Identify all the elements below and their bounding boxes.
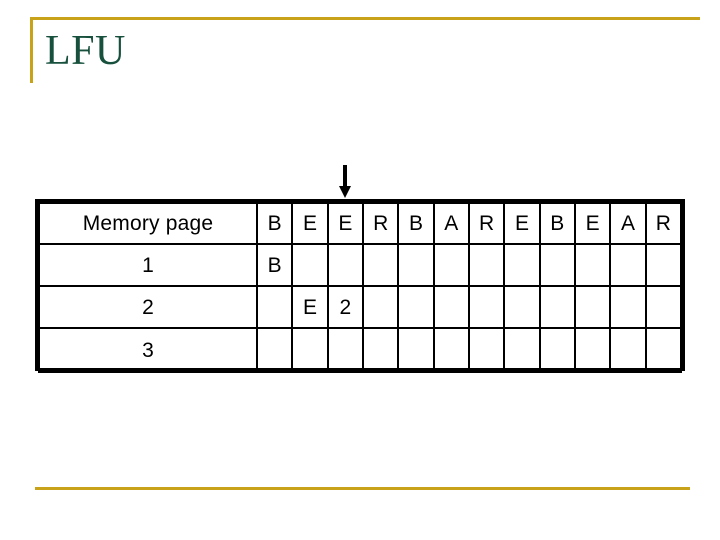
- reference-cell: R: [467, 202, 506, 245]
- frame-cell-empty: [397, 327, 435, 373]
- frame-cell-empty: [573, 285, 612, 329]
- reference-cell: B: [397, 202, 435, 245]
- header-label: Memory page: [38, 202, 258, 245]
- reference-cell: E: [503, 202, 541, 245]
- frame-cell-empty: [255, 285, 294, 329]
- frame-cell-empty: [432, 285, 470, 329]
- frame-cell-empty: [432, 243, 470, 287]
- frame-cell-empty: [644, 243, 683, 287]
- reference-cell: B: [255, 202, 294, 245]
- reference-cell: E: [326, 202, 364, 245]
- down-arrow-icon: [336, 165, 354, 199]
- accent-rule-top: [30, 17, 700, 20]
- frame-cell-empty: [255, 327, 294, 373]
- accent-rule-bottom: [35, 487, 690, 490]
- reference-cell: E: [291, 202, 329, 245]
- frame-cell-empty: [644, 285, 683, 329]
- reference-cell: R: [361, 202, 400, 245]
- frame-cell-empty: [467, 285, 506, 329]
- arrow-shaft: [343, 165, 348, 188]
- reference-cell: A: [432, 202, 470, 245]
- frame-cell-empty: [538, 327, 576, 373]
- table-row: 3: [38, 327, 683, 373]
- reference-cell: A: [609, 202, 647, 245]
- frame-cell-empty: [326, 327, 364, 373]
- frame-cell-empty: [503, 285, 541, 329]
- frame-cell-empty: [503, 327, 541, 373]
- frame-cell-empty: [361, 243, 400, 287]
- frame-cell-page: B: [255, 243, 294, 287]
- reference-cell: B: [538, 202, 576, 245]
- frame-cell-empty: [644, 327, 683, 373]
- frame-cell-empty: [397, 243, 435, 287]
- frame-cell-empty: [573, 243, 612, 287]
- frame-cell-empty: [361, 285, 400, 329]
- frame-cell-empty: [609, 285, 647, 329]
- frame-cell-empty: [291, 243, 329, 287]
- row-label: 3: [38, 327, 258, 373]
- page-title: LFU: [45, 28, 126, 74]
- frame-cell-empty: [573, 327, 612, 373]
- reference-cell: R: [644, 202, 683, 245]
- frame-cell-empty: [467, 243, 506, 287]
- frame-cell-empty: [609, 327, 647, 373]
- frame-cell-empty: [538, 243, 576, 287]
- frame-cell-empty: [291, 327, 329, 373]
- frame-cell-empty: [326, 243, 364, 287]
- frame-cell-empty: [361, 327, 400, 373]
- row-label: 1: [38, 243, 258, 287]
- frame-cell-empty: [538, 285, 576, 329]
- frame-cell-count: 2: [326, 285, 364, 329]
- frame-cell-page: E: [291, 285, 329, 329]
- frame-cell-empty: [397, 285, 435, 329]
- frame-cell-empty: [467, 327, 506, 373]
- reference-cell: E: [573, 202, 612, 245]
- frame-cell-empty: [503, 243, 541, 287]
- row-label: 2: [38, 285, 258, 329]
- arrow-head: [339, 186, 352, 198]
- frame-cell-empty: [432, 327, 470, 373]
- frame-cell-empty: [609, 243, 647, 287]
- accent-rule-left: [30, 17, 33, 83]
